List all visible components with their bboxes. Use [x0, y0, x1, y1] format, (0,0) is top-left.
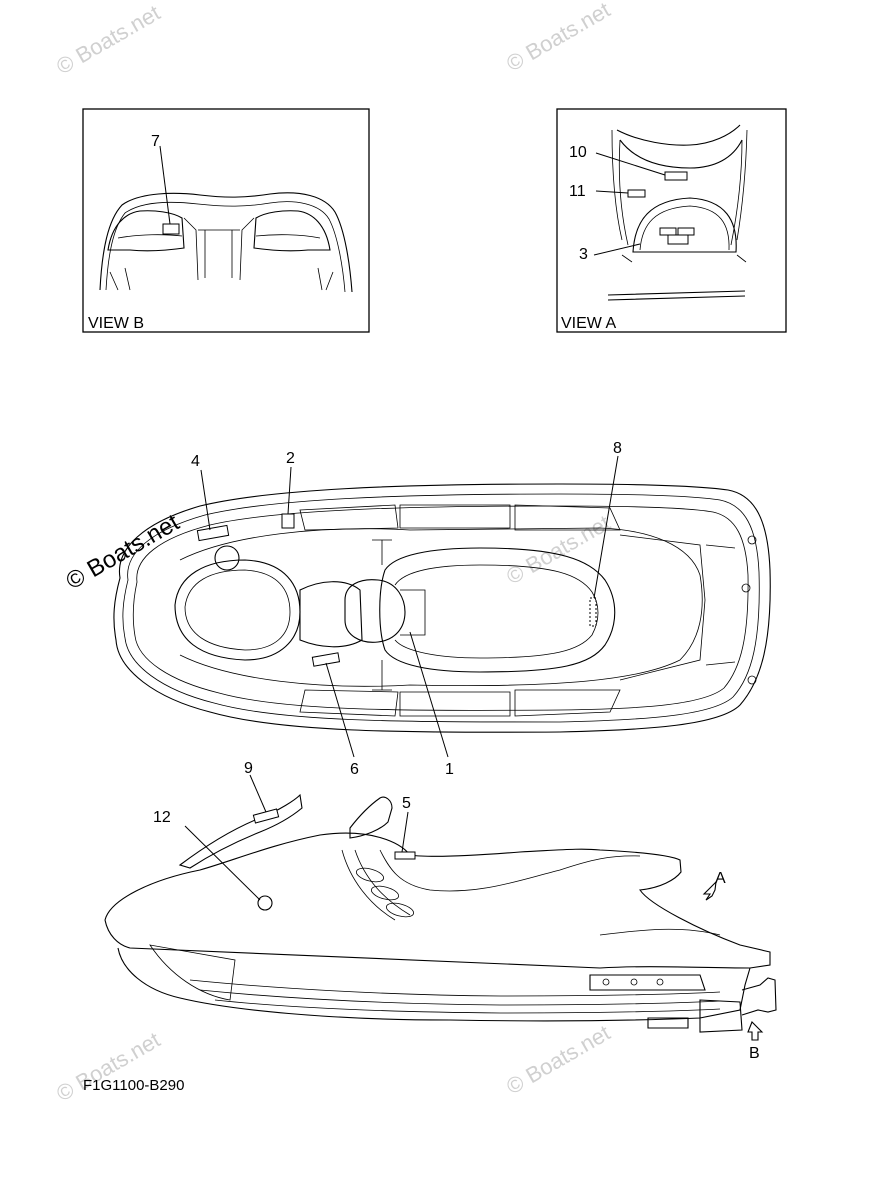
callout-11: 11	[569, 183, 586, 200]
side-decal-5	[394, 851, 416, 860]
callout-3: 3	[579, 246, 588, 263]
view-a-decal-3a	[659, 227, 677, 236]
side-decal-12	[257, 895, 273, 911]
callout-7: 7	[151, 133, 160, 150]
callout-9: 9	[244, 760, 253, 777]
view-b-title: VIEW B	[88, 315, 144, 332]
watermark-bottom-right: © Boats.net	[502, 1020, 614, 1099]
watermark-bottom-left: © Boats.net	[52, 1027, 164, 1106]
callout-12: 12	[153, 809, 171, 826]
top-view-watercraft: 4 2 8 6 1	[113, 440, 771, 778]
side-view-watercraft: 9 5 12 A B	[104, 760, 777, 1062]
view-a-decal-10	[664, 171, 688, 181]
watermark-top-right: © Boats.net	[502, 0, 614, 76]
view-a-decal-11	[627, 189, 646, 198]
watermark-prominent: © Boats.net	[62, 509, 185, 595]
view-a-decal-3b	[677, 227, 695, 236]
watermark-top-left: © Boats.net	[52, 0, 164, 79]
watermarks: © Boats.net © Boats.net © Boats.net © Bo…	[52, 0, 614, 1106]
view-a-title: VIEW A	[561, 315, 616, 332]
top-decal-8	[589, 597, 597, 627]
view-b-frame	[82, 108, 370, 333]
callout-8: 8	[613, 440, 622, 457]
view-a-decal-3c	[667, 234, 689, 245]
callout-B: B	[749, 1045, 760, 1062]
callout-4: 4	[191, 453, 200, 470]
view-a-frame	[556, 108, 787, 333]
view-a-panel: 10 11 3 VIEW A	[556, 108, 787, 333]
side-decal-9	[252, 808, 280, 824]
drawing-code: F1G1100-B290	[83, 1077, 184, 1094]
callout-2: 2	[286, 450, 295, 467]
view-b-panel: 7 VIEW B	[82, 108, 370, 333]
top-decal-2	[281, 513, 295, 529]
top-decal-4	[196, 524, 230, 542]
callout-6: 6	[350, 761, 359, 778]
view-b-label-decal	[162, 223, 180, 235]
callout-1: 1	[445, 761, 454, 778]
callout-5: 5	[402, 795, 411, 812]
callout-A: A	[715, 870, 726, 887]
fuel-cap	[214, 545, 240, 571]
callout-10: 10	[569, 144, 587, 161]
